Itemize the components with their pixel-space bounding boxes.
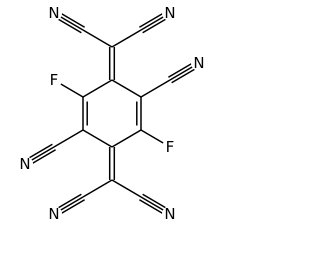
atom-label-f-bottom: F xyxy=(166,138,175,156)
atom-label-layer: N N N N N N F F xyxy=(17,4,207,223)
atom-background-n-left xyxy=(17,156,33,172)
atom-label-n-bottom-right: N xyxy=(164,205,175,223)
atom-label-n-bottom-left: N xyxy=(48,205,59,223)
bond-cm-bottom-cn-bottom-right-c xyxy=(111,179,142,198)
bond-c3-c4 xyxy=(111,129,142,148)
bond-cm-bottom-cn-bottom-left-c xyxy=(82,179,113,198)
bond-c2-cn-right-c xyxy=(140,79,171,98)
atom-background-f-bottom xyxy=(162,139,178,155)
atom-label-f-top: F xyxy=(50,71,59,89)
atom-background-n-top-right xyxy=(162,5,178,21)
atom-background-n-bottom-right xyxy=(162,206,178,222)
bond-c5-cn-left-c xyxy=(53,129,84,148)
bond-cm-top-cn-top-left-c xyxy=(82,29,113,48)
atom-background-n-right xyxy=(191,55,207,71)
atom-label-n-right: N xyxy=(193,54,204,72)
bond-c4-c5 xyxy=(82,129,113,148)
atom-label-n-top-right: N xyxy=(164,4,175,22)
bond-c6-c1 xyxy=(82,79,113,98)
atom-label-n-top-left: N xyxy=(48,4,59,22)
bond-c1-c2 xyxy=(111,79,142,98)
atom-background-n-bottom-left xyxy=(46,206,62,222)
tcnq-f2-structure: N N N N N N F F xyxy=(17,4,207,223)
atom-background-n-top-left xyxy=(46,5,62,21)
atom-label-n-left: N xyxy=(19,155,30,173)
bond-cm-top-cn-top-right-c xyxy=(111,29,142,48)
atom-background-f-top xyxy=(46,72,62,88)
bond-layer xyxy=(23,9,201,218)
